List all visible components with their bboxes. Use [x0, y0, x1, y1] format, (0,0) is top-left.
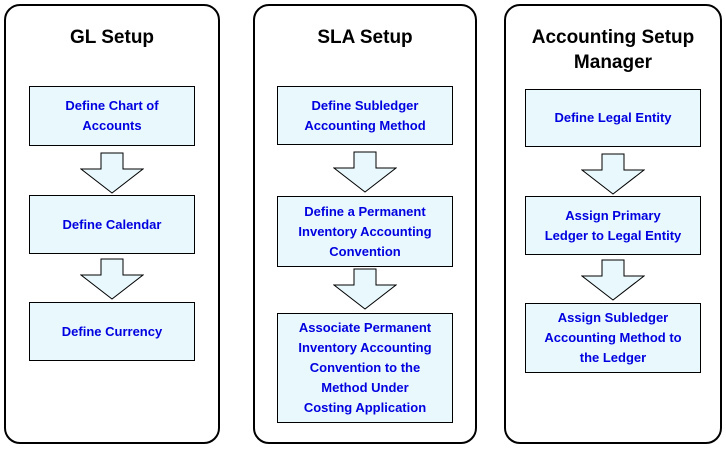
down-arrow-icon — [581, 259, 645, 301]
panel-gl-setup: GL Setup Define Chart of Accounts Define… — [4, 4, 220, 444]
panel-title: SLA Setup — [317, 27, 413, 48]
flow-step-define-calendar: Define Calendar — [29, 195, 195, 254]
flow-step-assign-primary-ledger: Assign Primary Ledger to Legal Entity — [525, 196, 701, 255]
flow-step-define-currency: Define Currency — [29, 302, 195, 361]
panel-title: Accounting Setup Manager — [531, 27, 695, 73]
flow-step-define-chart-of-accounts: Define Chart of Accounts — [29, 86, 195, 146]
down-arrow-icon — [581, 153, 645, 195]
down-arrow-icon — [80, 258, 144, 300]
flow-step-define-legal-entity: Define Legal Entity — [525, 89, 701, 147]
down-arrow-icon — [80, 152, 144, 194]
flow-step-assign-subledger-accounting-method: Assign Subledger Accounting Method to th… — [525, 303, 701, 373]
down-arrow-icon — [333, 151, 397, 193]
flow-step-associate-permanent-inventory-accounting-convention: Associate Permanent Inventory Accounting… — [277, 313, 453, 423]
flow-step-define-subledger-accounting-method: Define Subledger Accounting Method — [277, 86, 453, 145]
panel-title: GL Setup — [69, 27, 155, 48]
flow-step-define-permanent-inventory-accounting-convention: Define a Permanent Inventory Accounting … — [277, 196, 453, 267]
panel-sla-setup: SLA Setup Define Subledger Accounting Me… — [253, 4, 477, 444]
down-arrow-icon — [333, 268, 397, 310]
panel-accounting-setup-manager: Accounting Setup Manager Define Legal En… — [504, 4, 722, 444]
